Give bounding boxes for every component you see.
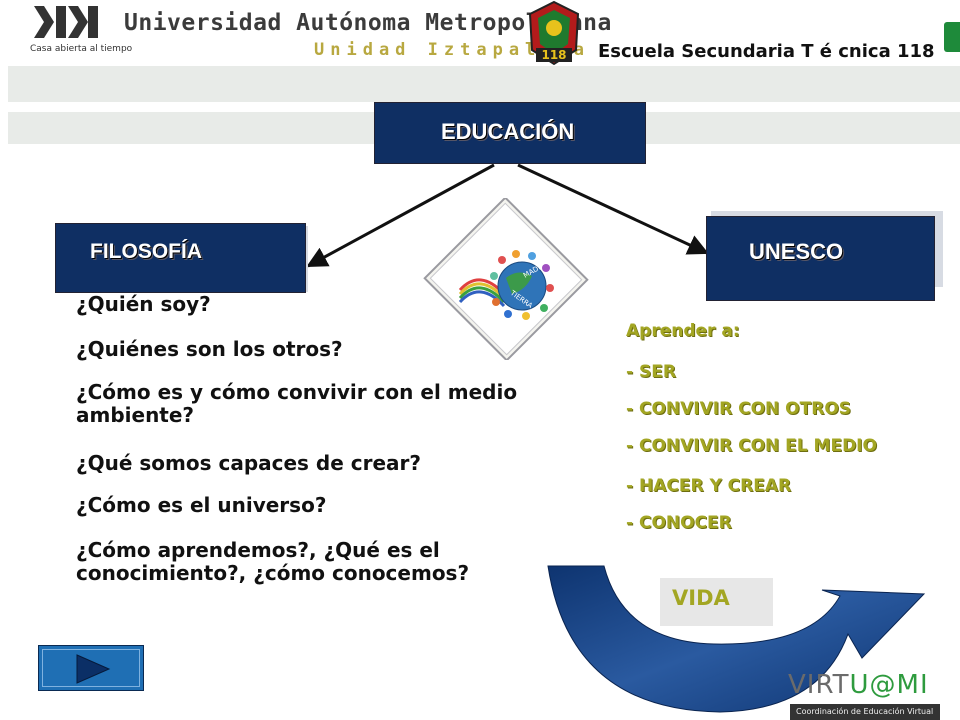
node-educacion: EDUCACIÓN: [374, 102, 646, 164]
node-unesco: UNESCO: [706, 216, 935, 301]
question-item: ¿Cómo aprendemos?, ¿Qué es el conocimien…: [76, 538, 470, 585]
vida-label: VIDA: [672, 586, 730, 610]
uam-slogan: Casa abierta al tiempo: [30, 44, 133, 54]
virtuami-logo-part2: U@MI: [849, 670, 929, 700]
node-filosofia-label: FILOSOFÍA: [90, 240, 202, 263]
coordination-text: Coordinación de Educación Virtual: [796, 707, 934, 716]
node-unesco-label: UNESCO: [749, 239, 844, 264]
next-button-frame: [42, 649, 140, 687]
play-triangle-icon: [76, 654, 111, 684]
university-unit: Unidad Iztapalapa: [314, 40, 590, 60]
virtuami-logo: VIRTU@MI: [788, 670, 929, 700]
header-band-top: [8, 66, 960, 102]
earth-children-illustration: MADRE TIERRA: [423, 198, 589, 360]
aprender-item: - HACER Y CREAR: [626, 476, 792, 496]
arrow-to-filosofia: [306, 163, 495, 268]
question-item: ¿Cómo es y cómo convivir con el medio am…: [76, 380, 518, 427]
aprender-item: - CONVIVIR CON EL MEDIO: [626, 436, 877, 456]
arrow-to-unesco: [517, 163, 709, 255]
vida-curved-arrow: [547, 565, 926, 713]
slide-header: [0, 0, 960, 66]
vida-box: [660, 578, 773, 626]
coordination-bar: Coordinación de Educación Virtual: [790, 704, 940, 720]
green-tab: [944, 22, 960, 52]
next-slide-button[interactable]: [38, 645, 144, 691]
school-name: Escuela Secundaria T é cnica 118: [598, 41, 935, 62]
virtuami-logo-part1: VIRT: [788, 670, 850, 700]
school-emblem-icon: 118: [528, 0, 580, 66]
question-item: ¿Cómo es el universo?: [76, 493, 327, 517]
question-item: ¿Quién soy?: [76, 292, 211, 316]
aprender-heading: Aprender a:: [626, 321, 740, 341]
aprender-item: - CONOCER: [626, 513, 732, 533]
school-emblem-number: 118: [541, 48, 566, 62]
aprender-item: - CONVIVIR CON OTROS: [626, 399, 852, 419]
uam-logo-icon: [34, 6, 98, 38]
node-educacion-label: EDUCACIÓN: [441, 119, 575, 144]
question-item: ¿Quiénes son los otros?: [76, 337, 343, 361]
aprender-item: - SER: [626, 362, 676, 382]
node-filosofia: FILOSOFÍA: [55, 223, 306, 293]
question-item: ¿Qué somos capaces de crear?: [76, 451, 421, 475]
